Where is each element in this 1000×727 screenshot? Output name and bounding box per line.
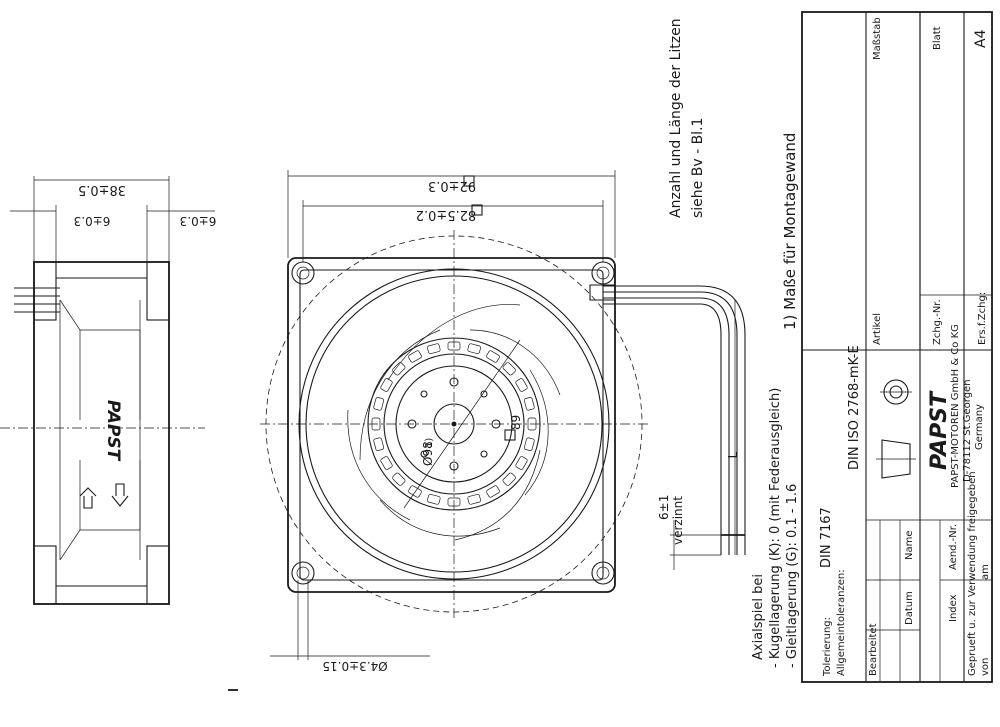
notes: Anzahl und Länge der Litzen siehe Bv - B…: [668, 18, 862, 668]
axial-sleeve-bearing: - Gleitlagerung (G): 0.1 - 1.6: [785, 484, 800, 668]
bearbeitet-label: Bearbeitet: [868, 623, 879, 676]
index-label: Index: [948, 594, 959, 622]
massstab-label: Maßstab: [872, 17, 883, 60]
hub-slot: [523, 397, 535, 411]
hub-slot: [427, 343, 441, 355]
am-label: am: [980, 564, 991, 580]
company-logo: PAPST: [927, 390, 952, 470]
hole-diameter-dimension: Ø4.3±0.15: [322, 659, 387, 673]
hub-slot: [380, 378, 393, 392]
hub-slot: [502, 472, 516, 486]
axial-play-title: Axialspiel bei: [751, 574, 766, 660]
von-label: von: [980, 658, 991, 676]
company-name: PAPST-MOTOREN GmbH & Co KG: [950, 324, 961, 488]
hub-diameter-label: Ø98: [421, 441, 435, 466]
footnote-mounting-wall: 1) Maße für Montagewand: [781, 133, 799, 330]
tolerance-label: Tolerierung:: [822, 617, 833, 677]
zchg-nr-label: Zchg.-Nr.: [932, 299, 943, 345]
front-view: L 92±0.3 82.5±0.2 Ø98 1) 89 Ø4.3±0.15 6±…: [260, 170, 746, 673]
hub-slot: [427, 493, 441, 505]
hub-slot: [515, 378, 528, 392]
wires-note-line1: Anzahl und Länge der Litzen: [668, 18, 684, 218]
title-block: Tolerierung: Allgemeintoleranzen: Maßsta…: [801, 11, 993, 683]
hub-slot: [486, 485, 500, 498]
depth-dimension: 38±0.5: [78, 182, 126, 197]
hub-footnote-marker: 1): [424, 438, 435, 448]
hub-square-label: 89: [509, 415, 523, 430]
artikel-label: Artikel: [872, 313, 883, 345]
din-7167-note: DIN 7167: [819, 507, 834, 568]
company-address: D-78112 St.Georgen: [962, 379, 973, 482]
ers-zchg-label: Ers.f.Zchg:: [977, 292, 988, 345]
strip-length-dimension: 6±1: [657, 495, 671, 520]
general-tolerance-label: Allgemeintoleranzen:: [836, 569, 847, 676]
datum-label: Datum: [904, 591, 915, 625]
hub-slot: [392, 362, 406, 376]
blatt-label: Blatt: [932, 26, 943, 50]
flange-right-dimension: 6±0.3: [180, 214, 217, 228]
hub-slot: [523, 437, 535, 451]
hub-slot: [486, 350, 500, 363]
side-view-logo: PAPST: [103, 400, 123, 462]
hole-spacing-dimension: 82.5±0.2: [416, 207, 477, 222]
hub-slot: [392, 472, 406, 486]
hub-slot: [373, 437, 385, 451]
din-iso-note: DIN ISO 2768-mK-E: [847, 345, 862, 470]
hub-slot: [515, 456, 528, 470]
strip-length-note: verzinnt: [671, 496, 685, 545]
flange-left-dimension: 6±0.3: [74, 214, 111, 228]
hub-slot: [380, 456, 393, 470]
hub-slot: [467, 493, 481, 505]
geprueft-label: Geprueft u. zur Verwendung freigegeben: [967, 471, 978, 676]
aend-nr-label: Aend.-Nr.: [948, 524, 959, 570]
axial-ball-bearing: - Kugellagerung (K): 0 (mit Federausglei…: [768, 388, 783, 668]
side-view: PAPST 38±0.5 6±0.3 6±0.3: [0, 176, 217, 605]
wires-note-line2: siehe Bv - Bl.1: [690, 118, 706, 218]
lead-length-label: L: [726, 451, 740, 458]
hub-slot: [467, 343, 481, 355]
hub-slot: [408, 350, 422, 363]
name-label: Name: [904, 530, 915, 560]
hub-slot: [373, 397, 385, 411]
format-label: A4: [973, 29, 989, 48]
hub-slot: [502, 362, 516, 376]
company-country: Germany: [974, 404, 985, 450]
